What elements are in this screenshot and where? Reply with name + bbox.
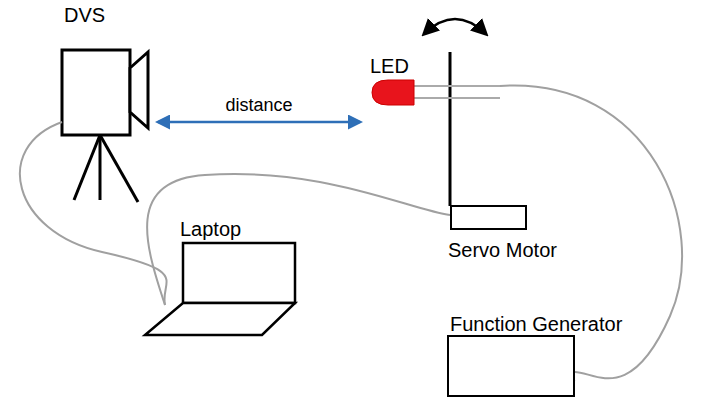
- laptop-node: Laptop: [183, 243, 295, 303]
- generator-node: Function Generator: [447, 335, 575, 397]
- part-label: Function Generator: [450, 313, 622, 335]
- camera-lens: [130, 52, 148, 128]
- laptop-base: [145, 303, 295, 335]
- edge-label: distance: [223, 96, 294, 116]
- led-dome: [372, 80, 414, 105]
- part-label: LED: [370, 55, 409, 77]
- wire: [147, 174, 450, 305]
- wire: [20, 122, 167, 305]
- rotation-arrow: [424, 19, 486, 34]
- part-label: DVS: [64, 4, 105, 26]
- distance-arrow: [158, 121, 360, 124]
- servo-arm: [449, 52, 452, 206]
- servo-node: Servo Motor: [450, 205, 527, 230]
- camera-body: [62, 50, 130, 135]
- led-node: LED: [372, 80, 414, 105]
- laptop-screen: [183, 243, 295, 303]
- led-leads: [414, 86, 500, 98]
- camera-node: DVS: [62, 50, 130, 135]
- part-label: Laptop: [180, 218, 241, 240]
- part-label: Servo Motor: [448, 239, 557, 261]
- tripod: [74, 135, 138, 202]
